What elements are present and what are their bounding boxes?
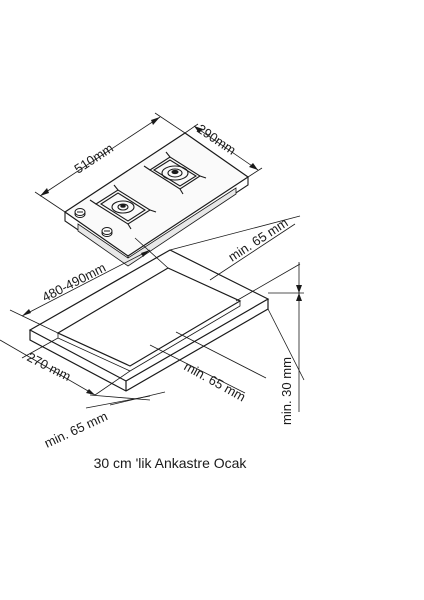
dimension-line-min-below [267, 262, 305, 412]
dimension-line-min-side [149, 331, 267, 394]
label-min-back: min. 65 mm [225, 215, 290, 265]
large-burner [143, 151, 207, 195]
control-knob-right [101, 227, 113, 237]
countertop-surface [28, 249, 270, 382]
label-min-front: min. 65 mm [42, 408, 110, 450]
dimension-line-270 [0, 337, 131, 396]
dimension-line-min-front [85, 391, 166, 409]
label-hob-length: 510mm [71, 140, 116, 176]
label-min-side: min. 65 mm [182, 359, 249, 405]
control-knob-left [74, 208, 86, 218]
small-burner [89, 184, 157, 230]
product-caption: 30 cm 'lik Ankastre Ocak [93, 455, 247, 471]
label-cutout-depth: 270 mm [25, 349, 74, 384]
dimension-line-min-back [169, 215, 301, 302]
dimension-line-290 [184, 123, 263, 178]
hob [63, 132, 250, 267]
label-min-below: min. 30 mm [279, 357, 294, 425]
dimension-line-510 [34, 112, 186, 213]
hob-base-tray [77, 187, 237, 267]
dimension-line-480-490 [9, 237, 169, 334]
